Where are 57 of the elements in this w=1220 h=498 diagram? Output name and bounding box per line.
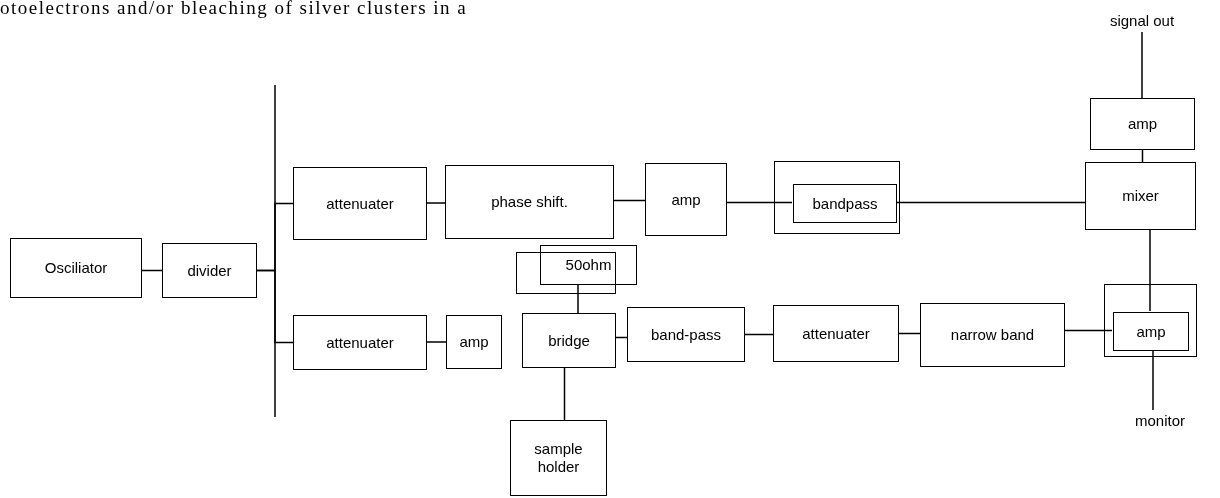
connector-line [1141, 149, 1144, 163]
block-label: attenuater [801, 324, 871, 343]
block-label: phase shift. [490, 193, 569, 211]
block-label: divider [186, 261, 233, 280]
connector-line [563, 367, 566, 421]
connector-line [613, 199, 646, 202]
block-box [645, 163, 727, 236]
block-box [793, 184, 897, 223]
block-box [446, 315, 502, 369]
connector-line [426, 341, 447, 343]
connector-line [141, 269, 163, 272]
block-box [516, 252, 616, 294]
block-box [162, 243, 257, 298]
block-box [774, 161, 900, 234]
block-label: Osciliator [43, 259, 109, 277]
connector-line [1152, 349, 1154, 411]
block-box [773, 305, 899, 362]
block-box [1104, 284, 1197, 357]
block-label: 50ohm [564, 256, 613, 274]
connector-line [426, 202, 446, 204]
connector-line [898, 332, 921, 335]
block-box [522, 313, 616, 368]
block-box [540, 245, 637, 285]
block-label: amp [1126, 115, 1159, 133]
connector-line [726, 201, 793, 204]
connector-line [1141, 31, 1143, 99]
block-label: amp [1135, 322, 1167, 341]
block-box [1090, 98, 1195, 150]
block-box [293, 315, 427, 370]
block-box [1113, 312, 1189, 351]
body-text: otoelectrons and/or bleaching of silver clusters in a [0, 0, 468, 20]
text-label: monitor [1118, 410, 1202, 432]
block-label: sample holder [533, 440, 584, 476]
block-label: attenuater [325, 194, 395, 213]
block-box [1085, 162, 1196, 230]
block-label: band-pass [649, 325, 723, 344]
block-label: bandpass [811, 194, 879, 213]
connector-line [1064, 329, 1113, 332]
block-label: amp [670, 190, 702, 209]
block-box [510, 420, 607, 496]
text-label: signal out [1090, 10, 1194, 32]
connector-line [615, 336, 628, 339]
connector-line [256, 269, 294, 344]
connector-line [577, 284, 579, 314]
block-label: mixer [1121, 187, 1160, 205]
connector-line [895, 201, 1086, 204]
block-label: narrow band [949, 326, 1036, 344]
connector-line [1149, 229, 1151, 312]
block-label: bridge [547, 331, 591, 350]
block-box [920, 303, 1065, 367]
block-label: attenuater [325, 333, 395, 352]
block-box [10, 238, 142, 298]
connector-line [744, 333, 774, 336]
block-box [627, 307, 745, 362]
block-box [293, 167, 427, 240]
block-label: amp [458, 333, 490, 351]
block-box [445, 165, 614, 239]
